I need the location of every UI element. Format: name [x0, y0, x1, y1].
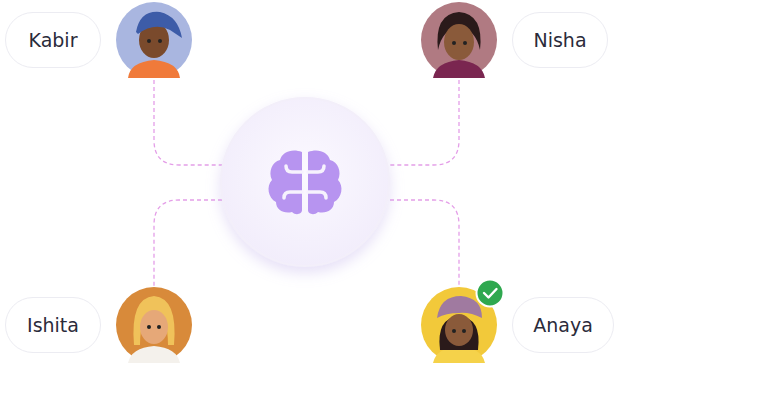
check-badge: [477, 280, 504, 307]
name-pill: Nisha: [512, 12, 608, 68]
person-name: Kabir: [29, 29, 78, 51]
person-name: Nisha: [533, 29, 586, 51]
central-hub: [221, 98, 389, 266]
name-pill: Kabir: [5, 12, 101, 68]
person-name: Anaya: [533, 314, 593, 336]
dashed-links: [154, 80, 459, 287]
person-name: Ishita: [27, 314, 79, 336]
name-pill: Ishita: [5, 297, 101, 353]
avatar-nisha: [421, 2, 497, 78]
name-pill: Anaya: [512, 297, 614, 353]
avatar-ishita: [116, 287, 192, 363]
avatar-kabir: [116, 2, 192, 78]
